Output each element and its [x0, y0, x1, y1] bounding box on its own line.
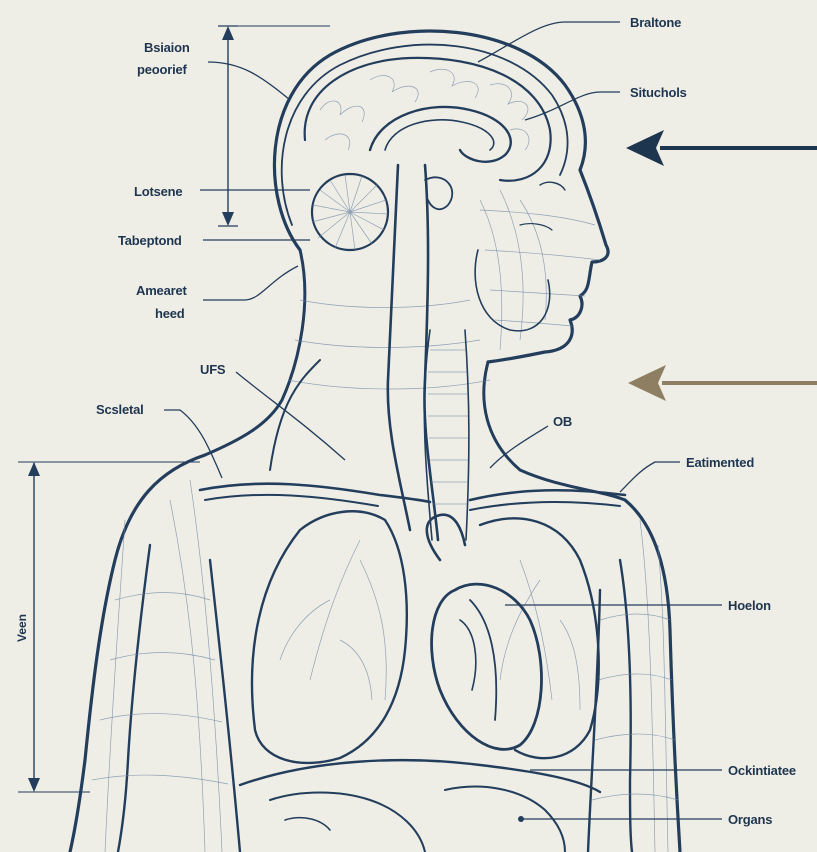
label-lobe: Lotsene — [134, 184, 182, 199]
cerebellum — [312, 174, 388, 250]
upper-arrow — [626, 130, 817, 166]
torso-dimension-marker — [18, 462, 200, 792]
lungs — [252, 511, 599, 763]
label-organs: Organs — [728, 812, 772, 827]
label-brain-top-left-1: Bsiaion — [144, 40, 190, 55]
label-neck2-2: heed — [155, 306, 185, 321]
lower-arrow — [628, 365, 817, 401]
label-shoulder-right: Eatimented — [686, 455, 754, 470]
clavicles — [200, 360, 625, 510]
label-abdomen: Ockintiatee — [728, 763, 796, 778]
spine-trachea — [424, 330, 469, 540]
brain-dimension-marker — [218, 26, 330, 226]
label-neck2-1: Amearet — [136, 283, 187, 298]
brain — [305, 58, 551, 540]
label-ufs: UFS — [200, 362, 226, 377]
label-skeletal: Scsletal — [96, 402, 144, 417]
label-ob: OB — [553, 414, 572, 429]
label-neck: Tabeptond — [118, 233, 182, 248]
heart — [427, 515, 542, 750]
label-heart: Hoelon — [728, 598, 771, 613]
label-vertical-scale: Veen — [15, 614, 29, 642]
face-structures — [475, 182, 565, 331]
abdomen — [240, 760, 600, 852]
label-brain-right: Situchols — [630, 85, 687, 100]
body-outline — [70, 31, 680, 852]
label-brain-top-right: Braltone — [630, 15, 681, 30]
label-brain-top-left-2: peoorief — [137, 62, 188, 77]
